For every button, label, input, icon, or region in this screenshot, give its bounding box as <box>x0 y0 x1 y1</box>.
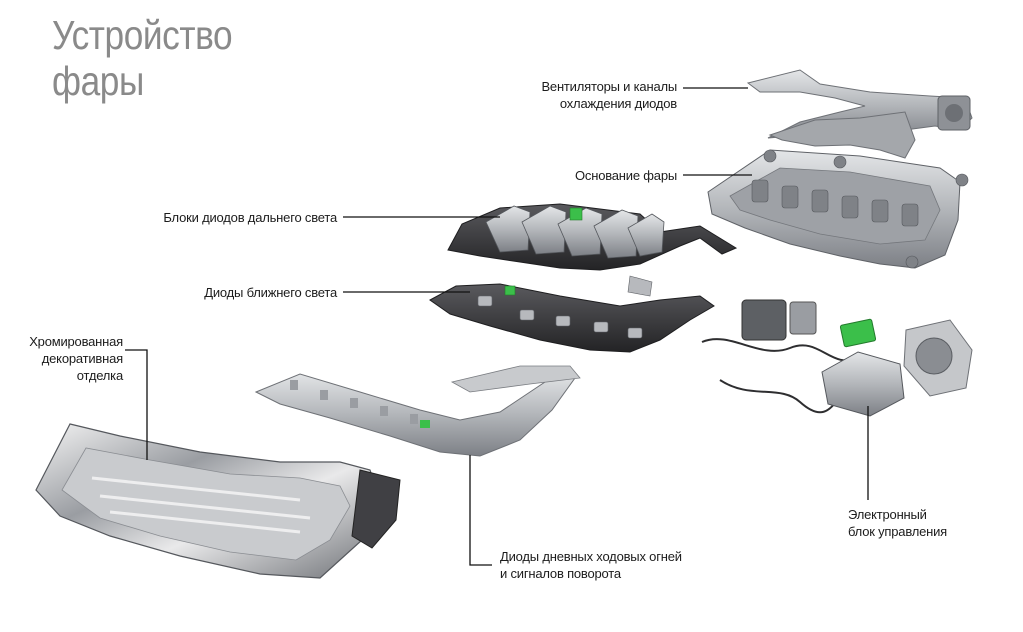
label-headlight-base: Основание фары <box>575 167 677 184</box>
label-high-beam-text: Блоки диодов дальнего света <box>163 210 337 225</box>
label-cooling-fans-line-2: охлаждения диодов <box>559 96 677 111</box>
high-beam-modules-part <box>447 203 738 271</box>
title-line-2: фары <box>52 58 144 104</box>
ecu-part <box>701 299 973 417</box>
label-ecu: Электронный блок управления <box>848 506 947 540</box>
chrome-trim-part <box>35 423 401 579</box>
label-ecu-line-1: Электронный <box>848 507 927 522</box>
label-high-beam: Блоки диодов дальнего света <box>163 209 337 226</box>
label-chrome-trim: Хромированная декоративная отделка <box>29 333 123 384</box>
label-cooling-fans-line-1: Вентиляторы и каналы <box>541 79 677 94</box>
label-drl-turn: Диоды дневных ходовых огней и сигналов п… <box>500 548 682 582</box>
label-drl-line-1: Диоды дневных ходовых огней <box>500 549 682 564</box>
label-headlight-base-text: Основание фары <box>575 168 677 183</box>
label-ecu-line-2: блок управления <box>848 524 948 539</box>
label-low-beam: Диоды ближнего света <box>204 284 337 301</box>
label-cooling-fans: Вентиляторы и каналы охлаждения диодов <box>541 78 677 112</box>
drl-strip-part <box>254 365 581 457</box>
label-chrome-line-3: отделка <box>76 368 123 383</box>
label-low-beam-text: Диоды ближнего света <box>204 285 337 300</box>
label-chrome-line-1: Хромированная <box>29 334 123 349</box>
low-beam-diodes-part <box>429 275 715 353</box>
page-title: Устройство фары <box>52 12 233 104</box>
headlight-base-part <box>707 149 969 269</box>
label-chrome-line-2: декоративная <box>41 351 123 366</box>
title-line-1: Устройство <box>52 12 233 58</box>
label-drl-line-2: и сигналов поворота <box>500 566 621 581</box>
cooling-channels-part <box>746 69 973 159</box>
leader-lines <box>125 87 869 566</box>
